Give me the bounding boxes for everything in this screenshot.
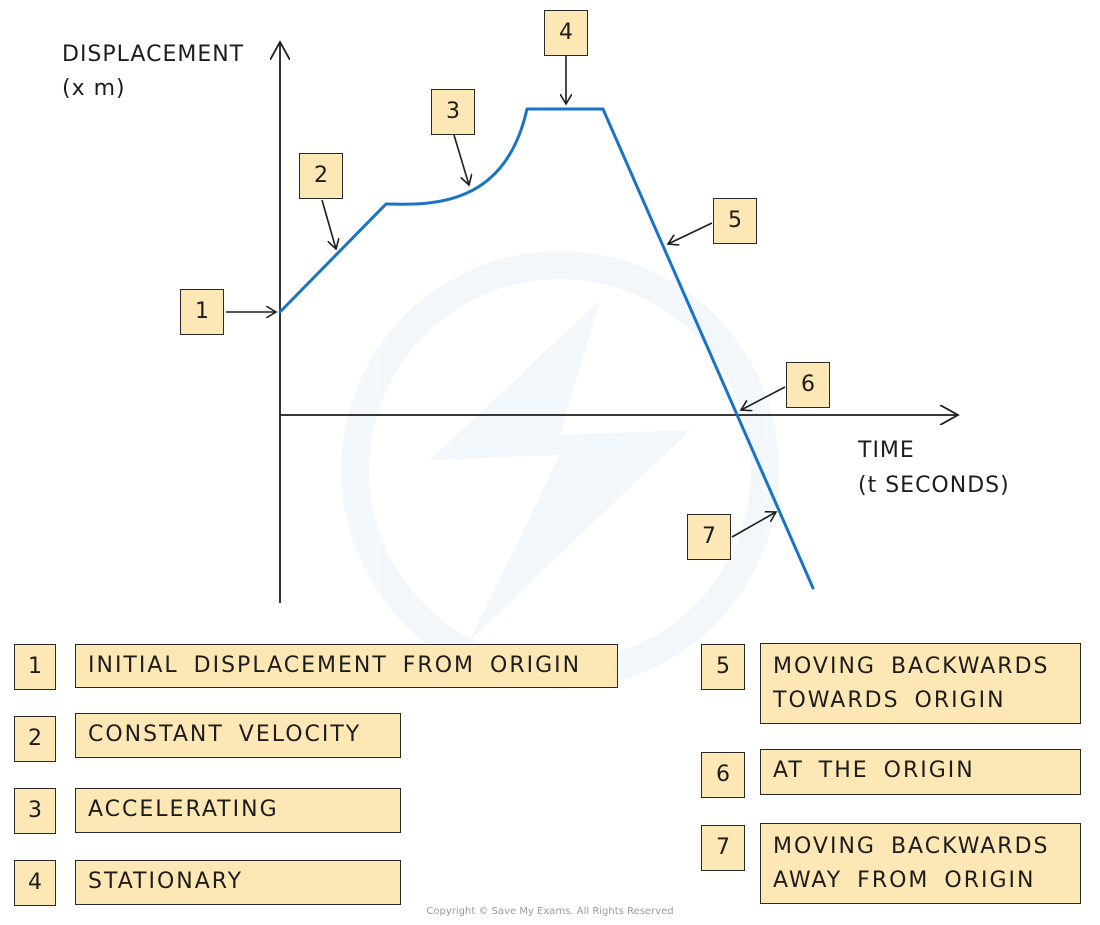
- callout-6: 6: [786, 362, 830, 408]
- callout-7: 7: [687, 514, 731, 560]
- copyright-notice: Copyright © Save My Exams. All Rights Re…: [426, 906, 674, 917]
- callout-arrow-3: [453, 134, 469, 185]
- callout-arrow-5: [668, 222, 713, 244]
- callout-4: 4: [544, 10, 588, 56]
- key-label-7: MOVING BACKWARDS AWAY FROM ORIGIN: [760, 823, 1081, 904]
- callout-2: 2: [299, 153, 343, 199]
- key-label-2: CONSTANT VELOCITY: [75, 713, 401, 758]
- key-label-1: INITIAL DISPLACEMENT FROM ORIGIN: [75, 644, 618, 688]
- callout-arrow-2: [321, 199, 336, 249]
- key-label-5: MOVING BACKWARDS TOWARDS ORIGIN: [760, 643, 1081, 724]
- callout-5: 5: [713, 198, 757, 244]
- callout-arrow-7: [731, 512, 776, 538]
- key-number-1: 1: [14, 644, 56, 690]
- callout-1: 1: [180, 289, 224, 335]
- key-label-4: STATIONARY: [75, 860, 401, 905]
- displacement-line: [278, 107, 815, 590]
- key-number-4: 4: [14, 860, 56, 906]
- callout-3: 3: [431, 89, 475, 135]
- callout-arrow-6: [741, 386, 786, 410]
- x-axis-unit: (t SECONDS): [858, 473, 1010, 498]
- watermark-logo: [341, 251, 779, 689]
- key-number-5: 5: [701, 644, 745, 690]
- x-axis-label: TIME: [858, 438, 915, 463]
- key-number-7: 7: [701, 825, 745, 871]
- key-label-3: ACCELERATING: [75, 788, 401, 833]
- y-axis-unit: (x m): [62, 76, 126, 101]
- y-axis-label: DISPLACEMENT: [62, 42, 245, 67]
- key-number-6: 6: [701, 752, 745, 798]
- key-number-3: 3: [14, 788, 56, 834]
- key-label-6: AT THE ORIGIN: [760, 749, 1081, 795]
- key-number-2: 2: [14, 716, 56, 762]
